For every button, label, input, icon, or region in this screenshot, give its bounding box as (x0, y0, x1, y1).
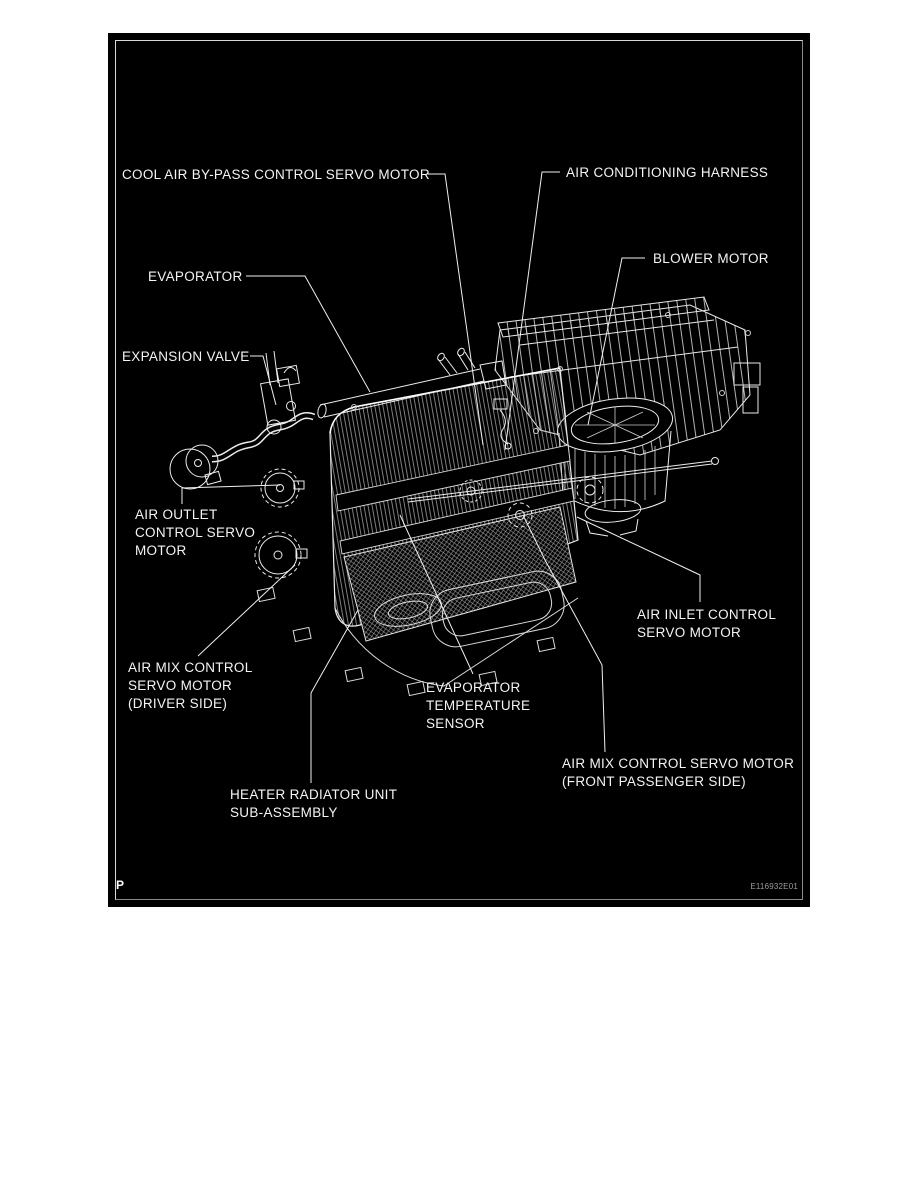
label-line: BLOWER MOTOR (653, 251, 769, 266)
label-air-inlet-control-servo-motor: AIR INLET CONTROL SERVO MOTOR (637, 606, 776, 642)
label-line: EXPANSION VALVE (122, 349, 250, 364)
label-line: EVAPORATOR (148, 269, 243, 284)
expansion-valve-drawing (259, 350, 300, 435)
leader-air-conditioning-harness (504, 171, 560, 451)
label-line: CONTROL SERVO (135, 525, 256, 540)
leader-expansion-valve (250, 355, 277, 406)
label-evaporator-temperature-sensor: EVAPORATOR TEMPERATURE SENSOR (426, 679, 530, 733)
label-air-mix-control-servo-motor-driver-side: AIR MIX CONTROL SERVO MOTOR (DRIVER SIDE… (128, 659, 253, 713)
label-air-outlet-control-servo-motor: AIR OUTLET CONTROL SERVO MOTOR (135, 506, 255, 560)
label-line: SENSOR (426, 716, 485, 731)
label-line: COOL AIR BY-PASS CONTROL SERVO MOTOR (122, 167, 430, 182)
hose-drawing (169, 412, 316, 490)
label-line: (FRONT PASSENGER SIDE) (562, 774, 746, 789)
label-line: (DRIVER SIDE) (128, 696, 228, 711)
label-line: AIR INLET CONTROL (637, 607, 777, 622)
leader-air-inlet-servo (576, 516, 701, 602)
leader-cool-air-bypass-servo (428, 173, 484, 446)
label-line: HEATER RADIATOR UNIT (230, 787, 398, 802)
leader-blower-motor (587, 257, 645, 426)
leader-air-mix-driver (197, 564, 296, 657)
label-air-conditioning-harness: AIR CONDITIONING HARNESS (566, 164, 768, 182)
fan-blades-drawing (575, 407, 655, 443)
page-marker: P (116, 878, 125, 892)
leader-evap-temp-sensor (399, 514, 474, 675)
diagram-panel: COOL AIR BY-PASS CONTROL SERVO MOTOR AIR… (108, 33, 810, 907)
label-line: EVAPORATOR (426, 680, 521, 695)
leader-air-mix-passenger (522, 514, 606, 753)
pipes-drawing (317, 347, 719, 503)
leader-air-outlet-servo (181, 484, 281, 504)
label-cool-air-bypass-control-servo-motor: COOL AIR BY-PASS CONTROL SERVO MOTOR (122, 166, 430, 184)
label-line: TEMPERATURE (426, 698, 531, 713)
label-evaporator: EVAPORATOR (148, 268, 243, 286)
label-expansion-valve: EXPANSION VALVE (122, 348, 250, 366)
label-blower-motor: BLOWER MOTOR (653, 250, 769, 268)
leader-evaporator (246, 275, 371, 393)
figure-code: E116932E01 (750, 882, 798, 891)
label-heater-radiator-unit-sub-assembly: HEATER RADIATOR UNIT SUB-ASSEMBLY (230, 786, 397, 822)
blower-motor-drawing (556, 397, 674, 537)
label-line: AIR CONDITIONING HARNESS (566, 165, 769, 180)
label-air-mix-control-servo-motor-front-passenger-side: AIR MIX CONTROL SERVO MOTOR (FRONT PASSE… (562, 755, 794, 791)
leader-lines (181, 171, 701, 783)
hvac-unit-illustration (169, 171, 761, 783)
label-line: SERVO MOTOR (128, 678, 233, 693)
label-line: SUB-ASSEMBLY (230, 805, 338, 820)
servo-motors-drawing (254, 468, 604, 579)
harness-drawing (351, 366, 563, 450)
label-line: AIR MIX CONTROL SERVO MOTOR (562, 756, 795, 771)
label-line: SERVO MOTOR (637, 625, 742, 640)
lower-ducts-drawing (256, 570, 579, 697)
leader-heater-radiator (310, 609, 359, 783)
label-line: AIR OUTLET (135, 507, 218, 522)
label-line: MOTOR (135, 543, 187, 558)
heater-radiator-drawing (343, 506, 577, 642)
label-line: AIR MIX CONTROL (128, 660, 253, 675)
